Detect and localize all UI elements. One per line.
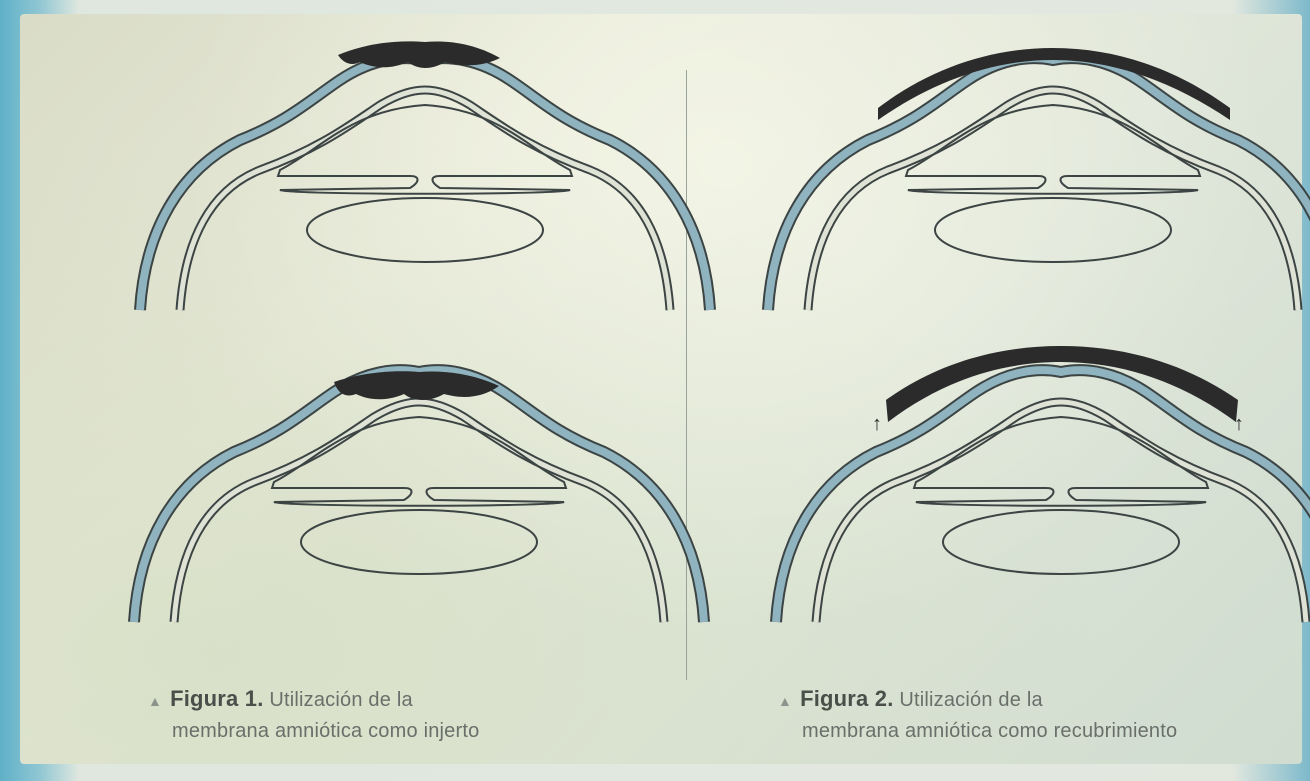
triangle-icon: ▲ (778, 693, 792, 709)
figure-1-caption-line1: Utilización de la (269, 689, 412, 711)
triangle-icon: ▲ (148, 693, 162, 709)
lift-arrow-right: ↑ (1234, 413, 1244, 435)
figure-1-caption-line2: membrana amniótica como injerto (148, 716, 479, 746)
eye-diagram-fig1-bottom (134, 342, 714, 642)
figure-2-caption-line1: Utilización de la (899, 689, 1042, 711)
eye-diagram-fig2-top (768, 30, 1310, 330)
figure-1-caption: ▲ Figura 1. Utilización de la membrana am… (148, 684, 479, 746)
amniotic-cover-membrane-lifted (886, 346, 1238, 422)
eye-diagram-fig2-bottom: ↑ ↑ (776, 342, 1310, 642)
eye-diagram-fig1-top (140, 30, 720, 330)
figure-1-label: Figura 1. (170, 686, 264, 711)
figure-2-caption-line2: membrana amniótica como recubrimiento (778, 716, 1177, 746)
lift-arrow-left: ↑ (872, 413, 882, 435)
figure-2-caption: ▲ Figura 2. Utilización de la membrana am… (778, 684, 1177, 746)
figure-2-label: Figura 2. (800, 686, 894, 711)
